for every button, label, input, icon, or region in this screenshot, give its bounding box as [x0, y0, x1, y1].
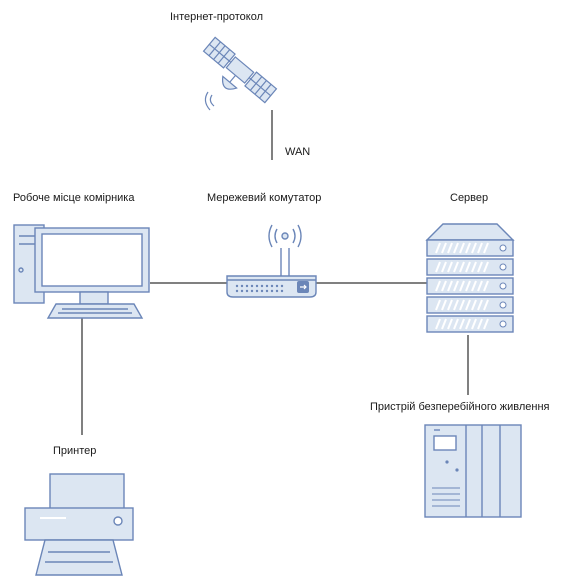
printer-label: Принтер	[53, 445, 97, 457]
ups-label: Пристрій безперебійного живлення	[370, 401, 550, 413]
printer-icon	[24, 473, 134, 576]
internet-protocol-label: Інтернет-протокол	[170, 11, 264, 23]
switch-label: Мережевий комутатор	[207, 192, 322, 204]
router-icon	[226, 224, 317, 298]
wan-label: WAN	[285, 146, 311, 158]
workstation-icon	[13, 224, 150, 319]
ups-icon	[424, 424, 522, 518]
satellite-signal-icon	[204, 91, 215, 111]
workstation-label: Робоче місце комірника	[13, 192, 135, 204]
server-label: Сервер	[450, 192, 489, 204]
satellite-icon	[202, 36, 278, 104]
server-icon	[425, 223, 515, 333]
connections	[81, 110, 469, 435]
